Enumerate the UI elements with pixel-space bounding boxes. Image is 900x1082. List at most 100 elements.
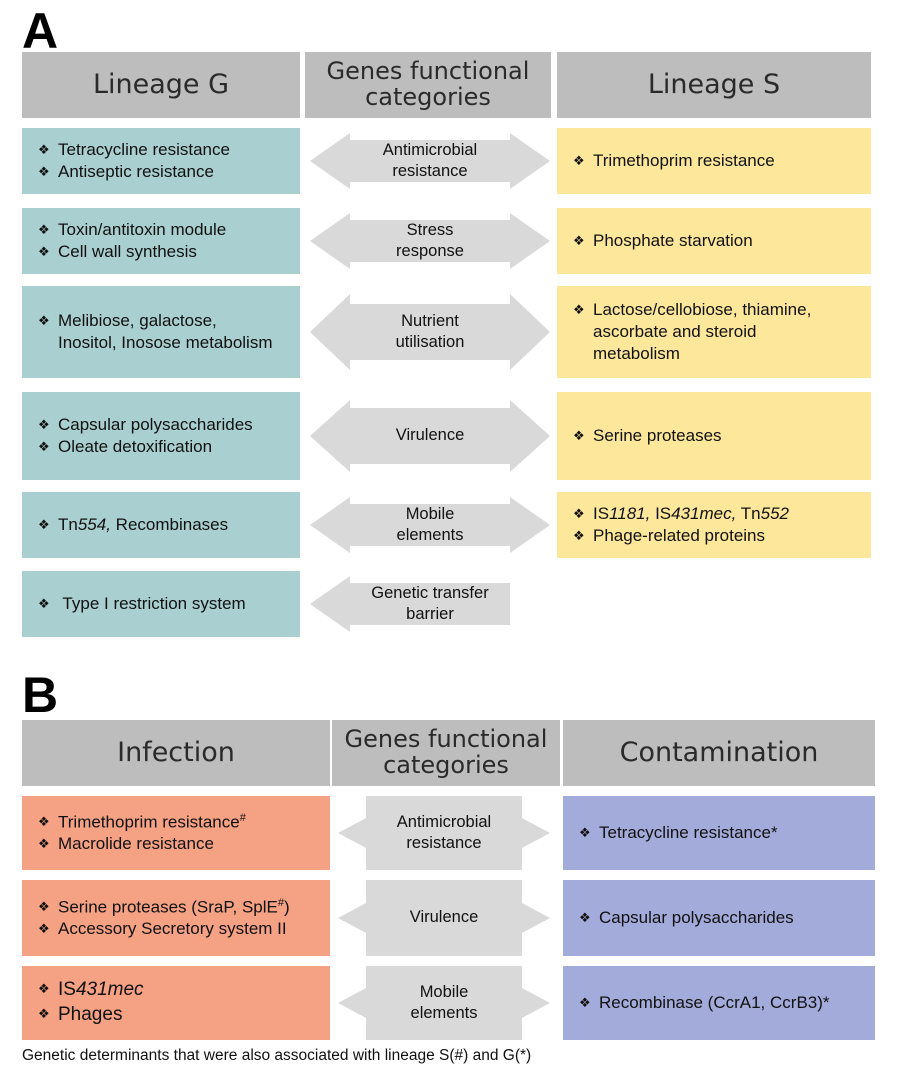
item-text: IS431mec: [58, 978, 144, 1003]
category-label: resistance: [406, 834, 482, 852]
item-text: Capsular polysaccharides: [58, 414, 253, 434]
category-label: response: [396, 242, 464, 260]
header-line-2: categories: [383, 751, 509, 779]
text-part: Serine proteases (SraP, SplE: [58, 897, 278, 917]
category-arrow-b-virulence: Virulence: [338, 880, 550, 956]
category-arrow-virulence: Virulence: [310, 392, 550, 480]
category-label: Antimicrobial: [396, 812, 492, 831]
contamination-box-antimicrobial: ❖ Tetracycline resistance*: [563, 796, 875, 870]
category-label: resistance: [392, 162, 468, 180]
bullet-icon: ❖: [573, 505, 585, 521]
category-label: Stress: [406, 220, 454, 239]
item-text: IS1181, IS431mec, Tn552: [593, 503, 789, 525]
bullet-icon: ❖: [38, 516, 50, 532]
item-text: ascorbate and steroid: [593, 321, 757, 341]
bullet-icon: ❖: [38, 244, 50, 259]
double-arrow-icon: [310, 133, 550, 189]
infection-box-mobile: ❖IS431mec ❖Phages: [22, 966, 330, 1040]
superscript: #: [277, 896, 284, 909]
category-arrow-barrier: Genetic transfer barrier: [310, 571, 550, 637]
item-text: Phosphate starvation: [593, 230, 753, 250]
category-label: elements: [396, 526, 464, 544]
superscript: #: [239, 811, 246, 824]
lineage-s-box-nutrient: ❖ Lactose/cellobiose, thiamine, ascorbate…: [557, 286, 871, 378]
panel-b-letter: B: [22, 667, 59, 723]
category-label: elements: [410, 1004, 478, 1022]
item-text: Tetracycline resistance: [58, 139, 230, 159]
italic-text: 552: [760, 503, 789, 523]
header-line-1: Genes functional: [326, 57, 530, 86]
category-label: Virulence: [395, 426, 465, 445]
category-label: Antimicrobial: [382, 140, 478, 159]
bullet-icon: ❖: [38, 164, 50, 179]
bullet-icon: ❖: [573, 152, 585, 168]
category-label: Nutrient: [401, 311, 459, 330]
double-arrow-icon: [338, 966, 550, 1040]
italic-text: 431mec: [75, 979, 144, 1001]
bullet-icon: ❖: [38, 221, 50, 237]
text-part: IS: [650, 503, 672, 523]
infection-header: Infection: [22, 720, 330, 786]
bullet-icon: ❖: [38, 141, 50, 157]
bullet-icon: ❖: [38, 981, 50, 997]
italic-text: 1181,: [609, 503, 651, 523]
lineage-g-box-antimicrobial: ❖ Tetracycline resistance ❖ Antiseptic res…: [22, 128, 300, 194]
bullet-icon: ❖: [573, 427, 585, 443]
text-part: Tn: [58, 514, 78, 534]
item-text: Capsular polysaccharides: [599, 907, 794, 927]
item-text: Serine proteases (SraP, SplE#): [58, 896, 290, 919]
item-text: Type I restriction system: [58, 593, 246, 613]
lineage-g-box-nutrient: ❖Melibiose, galactose, Inositol, Inosose…: [22, 286, 300, 378]
item-text: Oleate detoxification: [58, 437, 213, 456]
bullet-icon: ❖: [573, 528, 585, 543]
left-arrow-icon: [310, 576, 510, 632]
lineage-s-box-stress: ❖ Phosphate starvation: [557, 208, 871, 274]
infection-box-virulence: ❖Serine proteases (SraP, SplE#) ❖Accesso…: [22, 880, 330, 956]
panel-a-letter: A: [22, 3, 59, 59]
bullet-icon: ❖: [579, 824, 591, 840]
text-part: Trimethoprim resistance: [58, 812, 240, 832]
header-line-2: categories: [365, 83, 491, 111]
text-part: IS: [593, 503, 610, 523]
item-text: Inositol, Inosose metabolism: [58, 333, 273, 352]
contamination-box-mobile: ❖Recombinase (CcrA1, CcrB3)*: [563, 966, 875, 1040]
bullet-icon: ❖: [38, 898, 50, 914]
item-text: Phage-related proteins: [593, 526, 766, 545]
bullet-icon: ❖: [38, 595, 50, 611]
item-text: Antiseptic resistance: [58, 162, 214, 181]
double-arrow-icon: [310, 213, 550, 269]
footnote: Genetic determinants that were also asso…: [22, 1047, 532, 1064]
item-text: metabolism: [593, 344, 680, 364]
bullet-icon: ❖: [573, 301, 585, 317]
item-text: Serine proteases: [593, 425, 722, 445]
lineage-s-header: Lineage S: [557, 52, 871, 118]
category-label: Virulence: [409, 908, 479, 927]
header-line-1: Genes functional: [344, 725, 548, 754]
category-arrow-nutrient: Nutrient utilisation: [310, 286, 550, 378]
double-arrow-icon: [310, 294, 550, 370]
lineage-g-box-stress: ❖Toxin/antitoxin module ❖Cell wall synth…: [22, 208, 300, 274]
item-text: Melibiose, galactose,: [58, 310, 217, 330]
item-text: Tn554, Recombinases: [58, 514, 228, 536]
item-text: Lactose/cellobiose, thiamine,: [593, 299, 812, 319]
lineage-s-box-virulence: ❖ Serine proteases: [557, 392, 871, 480]
bullet-icon: ❖: [573, 232, 585, 248]
category-label: utilisation: [395, 333, 465, 351]
lineage-g-box-mobile: ❖ Tn554, Recombinases: [22, 492, 300, 558]
bullet-icon: ❖: [579, 909, 591, 925]
lineage-s-box-mobile: ❖ IS1181, IS431mec, Tn552 ❖ Phage-related …: [557, 492, 871, 558]
item-text: Recombinase (CcrA1, CcrB3)*: [599, 992, 830, 1012]
lineage-g-box-virulence: ❖Capsular polysaccharides ❖Oleate detoxi…: [22, 392, 300, 480]
italic-text: 431mec,: [671, 503, 737, 523]
item-text: Cell wall synthesis: [58, 242, 197, 261]
text-part: IS: [58, 979, 76, 1001]
double-arrow-icon: [338, 796, 550, 870]
double-arrow-icon: [338, 880, 550, 956]
bullet-icon: ❖: [38, 921, 50, 937]
item-text: Tetracycline resistance*: [599, 822, 778, 842]
category-label: barrier: [406, 605, 454, 623]
italic-text: 554,: [77, 514, 111, 534]
category-label: Genetic transfer: [371, 583, 489, 602]
